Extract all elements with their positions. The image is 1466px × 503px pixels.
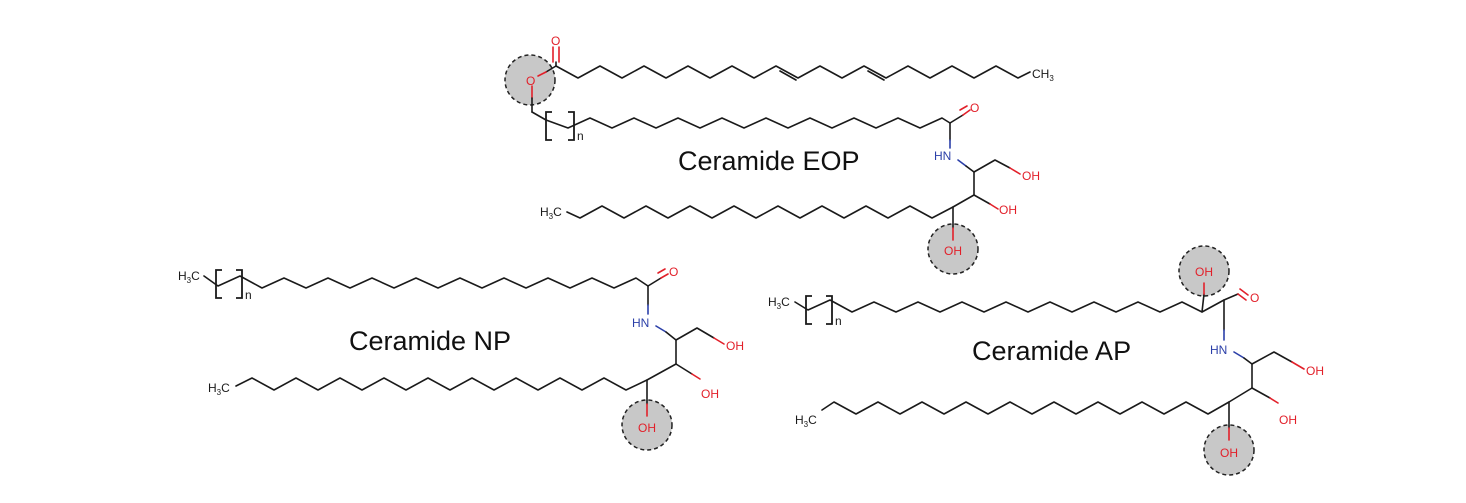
sphingoid-methyl-label: H3C xyxy=(540,205,562,221)
sphingoid-chain xyxy=(235,377,648,391)
acyl-chain xyxy=(203,275,649,289)
head-bond xyxy=(952,194,975,208)
cis-double-bond xyxy=(779,70,797,81)
repeat-bracket xyxy=(236,269,243,299)
head-bond xyxy=(1228,387,1253,403)
oh-bond xyxy=(989,203,999,210)
amide-bond xyxy=(647,277,662,287)
secondary-hydroxyl-label: OH xyxy=(1279,413,1297,427)
ester-oxygen-label: O xyxy=(526,74,535,88)
hydroxyl-highlight xyxy=(927,223,979,275)
ester-oxygen-highlight xyxy=(504,54,556,106)
repeat-bracket xyxy=(568,111,575,141)
secondary-hydroxyl-label: OH xyxy=(701,387,719,401)
omega-acyl-chain xyxy=(531,111,951,129)
nh-bond xyxy=(957,159,967,167)
oh-bond xyxy=(691,373,701,380)
hydroxyl-highlight xyxy=(1203,424,1255,476)
oh-bond xyxy=(1269,397,1279,404)
ceramide-eop-title: Ceramide EOP xyxy=(678,146,860,176)
amide-bond xyxy=(1223,293,1239,301)
oh-bond xyxy=(1291,361,1305,370)
repeat-n-label: n xyxy=(577,129,584,143)
amide-bond xyxy=(949,114,964,124)
nh-bond xyxy=(655,325,667,333)
nh-label: HN xyxy=(934,149,951,163)
hydroxyl-highlight xyxy=(621,399,673,451)
primary-hydroxyl-label: OH xyxy=(1022,169,1040,183)
nh-label: HN xyxy=(1210,343,1227,357)
amide-bond xyxy=(657,268,666,274)
primary-hydroxyl-label: OH xyxy=(726,339,744,353)
highlighted-hydroxyl-label: OH xyxy=(944,244,962,258)
ester-bond xyxy=(537,71,547,77)
acyl-methyl-label: H3C xyxy=(768,295,790,311)
head-bond xyxy=(1251,387,1271,399)
amide-bond xyxy=(1237,293,1247,301)
nh-label: HN xyxy=(632,316,649,330)
amide-bond xyxy=(1239,288,1249,296)
ceramide-ap-title: Ceramide AP xyxy=(972,336,1131,366)
alpha-hydroxyl-highlight xyxy=(1178,245,1230,297)
linoleoyl-chain xyxy=(555,65,1031,79)
sphingoid-methyl-label: H3C xyxy=(795,413,817,429)
repeat-bracket xyxy=(545,111,552,141)
head-bond xyxy=(646,363,677,381)
oh-bond xyxy=(713,337,725,345)
highlighted-hydroxyl-label: OH xyxy=(1220,446,1238,460)
head-bond xyxy=(973,194,991,205)
repeat-bracket xyxy=(805,295,812,325)
repeat-bracket xyxy=(215,269,222,299)
cis-double-bond xyxy=(867,70,885,81)
secondary-hydroxyl-label: OH xyxy=(999,203,1017,217)
acyl-methyl-label: H3C xyxy=(178,269,200,285)
alpha-highlighted-hydroxyl-label: OH xyxy=(1195,265,1213,279)
ceramide-eop-molecule: O O CH3 n O HN OH OH OH H3C Ceramide EOP xyxy=(504,34,1054,275)
ceramide-np-molecule: H3C n O HN OH OH OH H3C Ceramide NP xyxy=(178,265,744,451)
primary-hydroxyl-label: OH xyxy=(1306,364,1324,378)
terminal-methyl-label: CH3 xyxy=(1032,67,1054,83)
amide-oxygen-label: O xyxy=(1250,291,1259,305)
oh-bond xyxy=(1009,167,1021,175)
sphingoid-chain xyxy=(821,401,1230,415)
amide-oxygen-label: O xyxy=(669,265,678,279)
repeat-n-label: n xyxy=(245,288,252,302)
alpha-oh-bond xyxy=(1201,293,1205,313)
repeat-n-label: n xyxy=(835,314,842,328)
sphingoid-methyl-label: H3C xyxy=(208,381,230,397)
amide-bond xyxy=(959,105,968,111)
head-bond xyxy=(965,159,1011,173)
head-bond xyxy=(675,363,693,375)
amide-oxygen-label: O xyxy=(970,101,979,115)
amide-bond xyxy=(660,273,669,279)
head-bond xyxy=(665,327,715,341)
ceramide-np-title: Ceramide NP xyxy=(349,326,511,356)
highlighted-hydroxyl-label: OH xyxy=(638,421,656,435)
ester-bond xyxy=(545,65,557,73)
amide-bond xyxy=(962,109,971,116)
nh-bond xyxy=(1233,351,1245,359)
acyl-chain xyxy=(794,299,1225,313)
sphingoid-chain xyxy=(566,205,954,219)
ester-carbonyl-oxygen-label: O xyxy=(551,34,560,48)
head-bond xyxy=(1243,351,1293,365)
ceramide-ap-molecule: H3C n OH O HN OH OH OH H3C Ceramide AP xyxy=(768,245,1324,476)
repeat-bracket xyxy=(826,295,833,325)
